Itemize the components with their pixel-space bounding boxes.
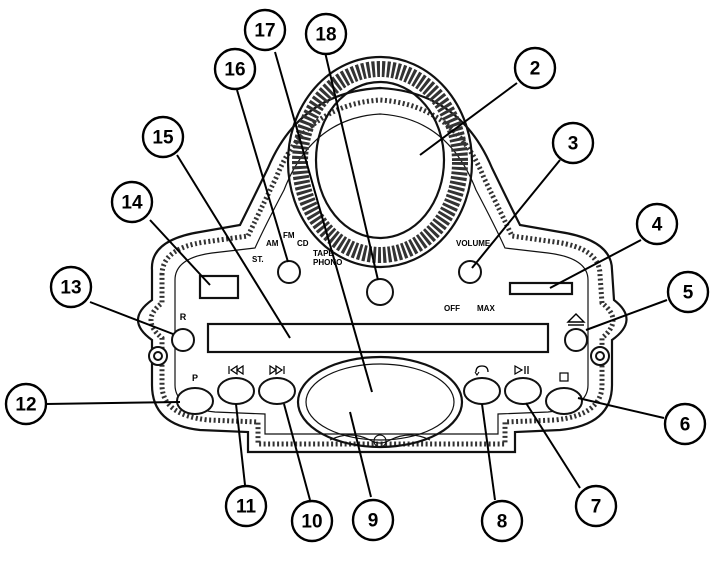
device-body [136, 86, 628, 454]
callout-11-text: 11 [236, 497, 257, 518]
callout-10-text: 10 [301, 512, 322, 533]
callout-18-text: 18 [315, 25, 336, 46]
callout-3-text: 3 [568, 134, 579, 155]
callout-14-text: 14 [121, 193, 143, 214]
callout-2-text: 2 [530, 59, 541, 80]
callout-16: 16 [213, 47, 257, 91]
stop-button[interactable] [545, 387, 583, 415]
callout-5-text: 5 [683, 283, 694, 304]
bottom-ornament [329, 434, 431, 448]
max-label: MAX [477, 304, 495, 313]
am-label: AM [266, 239, 279, 248]
callout-17-text: 17 [254, 21, 275, 42]
repeat-button[interactable] [171, 328, 195, 352]
volume-indicator-window [508, 281, 574, 296]
program-button[interactable] [176, 387, 214, 415]
callout-9-text: 9 [368, 511, 379, 532]
st-label: ST. [252, 255, 264, 264]
callout-8: 8 [480, 499, 524, 543]
eject-icon [566, 313, 586, 326]
phono-label: PHONO [313, 258, 342, 267]
callout-3: 3 [551, 121, 595, 165]
cd-label: CD [297, 239, 309, 248]
skip-forward-button[interactable] [258, 377, 296, 405]
band-selector-knob[interactable] [277, 260, 301, 284]
band-indicator-window [198, 274, 240, 300]
speaker-grille [286, 55, 474, 269]
callout-13-text: 13 [60, 278, 81, 299]
callout-16-text: 16 [224, 60, 245, 81]
skip-back-icon [228, 364, 244, 376]
leader-lines [45, 51, 668, 501]
callout-15-text: 15 [152, 128, 174, 149]
repeat-icon [474, 365, 489, 376]
callout-13: 13 [49, 265, 93, 309]
callout-9: 9 [351, 498, 395, 542]
tape-label: TAPE [313, 249, 334, 258]
callout-14: 14 [110, 180, 154, 224]
stop-icon [559, 372, 569, 382]
callout-4: 4 [635, 202, 679, 246]
callout-4-text: 4 [652, 215, 663, 236]
callout-18: 18 [304, 12, 348, 56]
callout-2: 2 [513, 46, 557, 90]
callout-6-text: 6 [680, 415, 691, 436]
skip-forward-icon [269, 364, 285, 376]
play-pause-button[interactable] [504, 377, 542, 405]
callout-15: 15 [141, 115, 185, 159]
callout-12-text: 12 [15, 395, 36, 416]
off-label: OFF [444, 304, 460, 313]
center-tuning-knob[interactable] [366, 278, 394, 306]
callout-11: 11 [224, 484, 268, 528]
callout-7: 7 [574, 484, 618, 528]
callout-10: 10 [290, 499, 334, 543]
repeat-button-label: R [180, 312, 187, 322]
callout-8-text: 8 [497, 512, 508, 533]
callout-5: 5 [666, 270, 710, 314]
eject-button[interactable] [564, 328, 588, 352]
program-button-label: P [192, 373, 198, 383]
volume-label: VOLUME [456, 239, 491, 248]
cd-slot [206, 322, 550, 354]
callout-7-text: 7 [591, 497, 602, 518]
fm-label: FM [283, 231, 295, 240]
skip-back-button[interactable] [217, 377, 255, 405]
callout-17: 17 [243, 8, 287, 52]
callout-6: 6 [663, 402, 707, 446]
callout-12: 12 [4, 382, 48, 426]
repeat-mode-button[interactable] [463, 377, 501, 405]
volume-knob[interactable] [458, 260, 482, 284]
play-pause-icon [514, 364, 529, 376]
